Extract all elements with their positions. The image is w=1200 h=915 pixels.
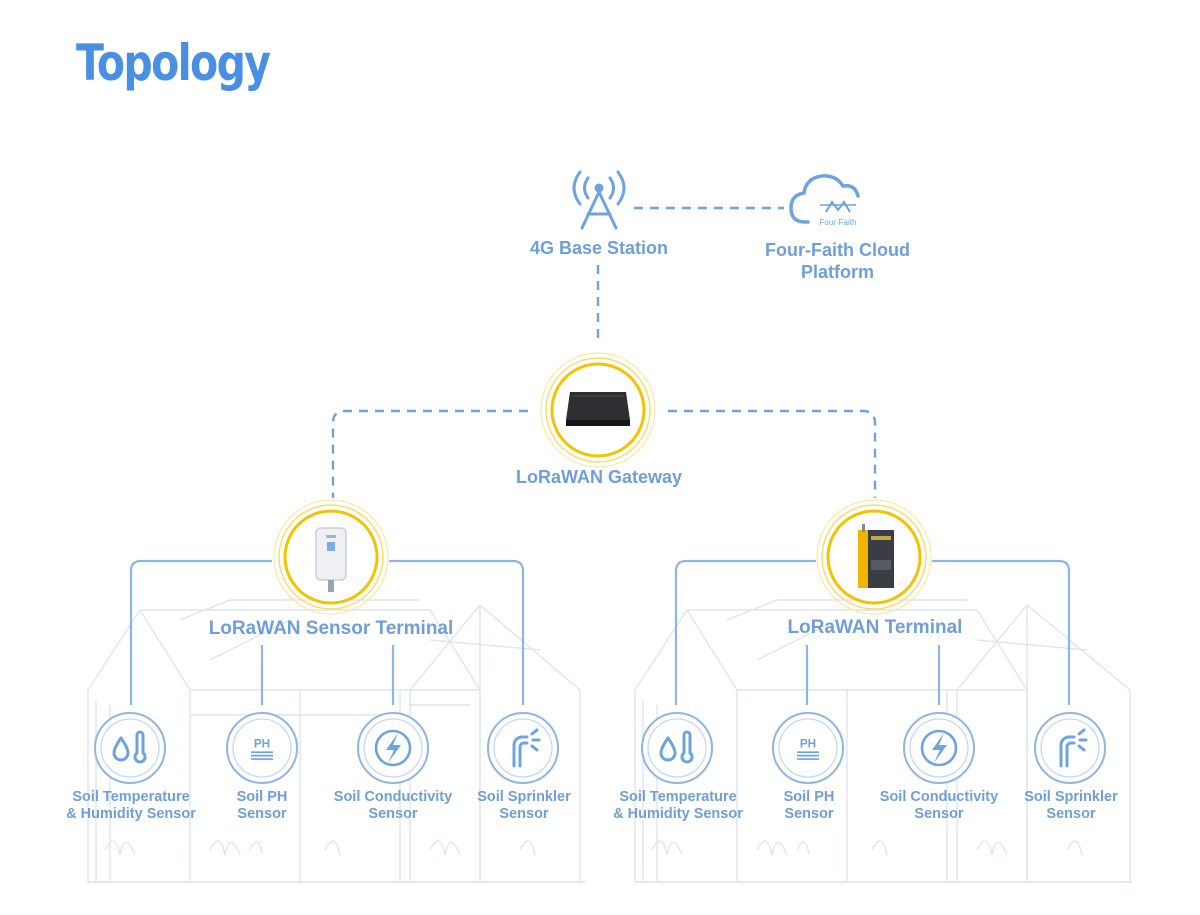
wired-links-right <box>674 559 1071 705</box>
sensor-label-line: Sensor <box>499 806 549 822</box>
cloud-label-line-1: Four-Faith Cloud <box>765 240 910 260</box>
lorawan-terminal-label: LoRaWAN Terminal <box>787 617 963 638</box>
sprinkler-icon <box>1059 728 1088 768</box>
sensor-terminal-label: LoRaWAN Sensor Terminal <box>208 618 454 639</box>
thermometer-drop-icon <box>112 730 147 764</box>
ph-icon <box>250 736 274 760</box>
left-sensor-label-ph: Soil PH Sensor <box>207 789 317 823</box>
sensor-icons-left <box>94 712 559 784</box>
thermometer-drop-icon <box>659 730 694 764</box>
sensor-label-line: Sensor <box>914 806 964 822</box>
lorawan-terminal-hub <box>816 499 932 615</box>
cloud-label-line-2: Platform <box>800 262 874 282</box>
cloud-logo-text: Four-Faith <box>820 218 857 227</box>
wired-links-left <box>129 559 525 705</box>
sensor-label-line: Sensor <box>237 806 287 822</box>
greenhouse-right <box>634 599 1132 883</box>
sensor-label-line: & Humidity Sensor <box>613 806 743 822</box>
sensor-label-line: & Humidity Sensor <box>66 806 196 822</box>
base-station-label: 4G Base Station <box>529 238 669 258</box>
wireless-links <box>331 206 877 498</box>
left-sensor-label-conductivity: Soil Conductivity Sensor <box>323 789 463 823</box>
sensor-label-line: Soil PH <box>783 789 835 805</box>
lightning-icon <box>920 729 958 767</box>
sensor-icons-right <box>641 712 1106 784</box>
sensor-label-line: Soil Sprinkler <box>1024 789 1118 805</box>
right-sensor-label-conductivity: Soil Conductivity Sensor <box>869 789 1009 823</box>
sensor-label-line: Soil Conductivity <box>879 789 999 805</box>
right-sensor-label-temp: Soil Temperature & Humidity Sensor <box>603 789 753 823</box>
sensor-label-line: Soil Conductivity <box>333 789 453 805</box>
sensor-label-line: Soil PH <box>236 789 288 805</box>
left-sensor-label-sprinkler: Soil Sprinkler Sensor <box>463 789 585 823</box>
cloud-icon: Four-Faith <box>789 174 860 227</box>
sensor-label-line: Sensor <box>1046 806 1096 822</box>
sensor-label-line: Sensor <box>368 806 418 822</box>
sensor-label-line: Sensor <box>784 806 834 822</box>
cloud-platform-label: Four-Faith Cloud Platform <box>745 239 930 283</box>
gateway-hub <box>540 352 656 468</box>
cell-tower-icon <box>572 170 626 230</box>
right-sensor-label-sprinkler: Soil Sprinkler Sensor <box>1010 789 1132 823</box>
page-title: Topology <box>76 34 271 92</box>
gateway-label: LoRaWAN Gateway <box>515 467 683 487</box>
sensor-label-line: Soil Temperature <box>72 789 190 805</box>
ph-icon <box>796 736 820 760</box>
sensor-terminal-hub <box>273 499 389 615</box>
sprinkler-icon <box>512 728 541 768</box>
sensor-label-line: Soil Temperature <box>619 789 737 805</box>
left-sensor-label-temp: Soil Temperature & Humidity Sensor <box>56 789 206 823</box>
right-sensor-label-ph: Soil PH Sensor <box>754 789 864 823</box>
lightning-icon <box>374 729 412 767</box>
sensor-label-line: Soil Sprinkler <box>477 789 571 805</box>
